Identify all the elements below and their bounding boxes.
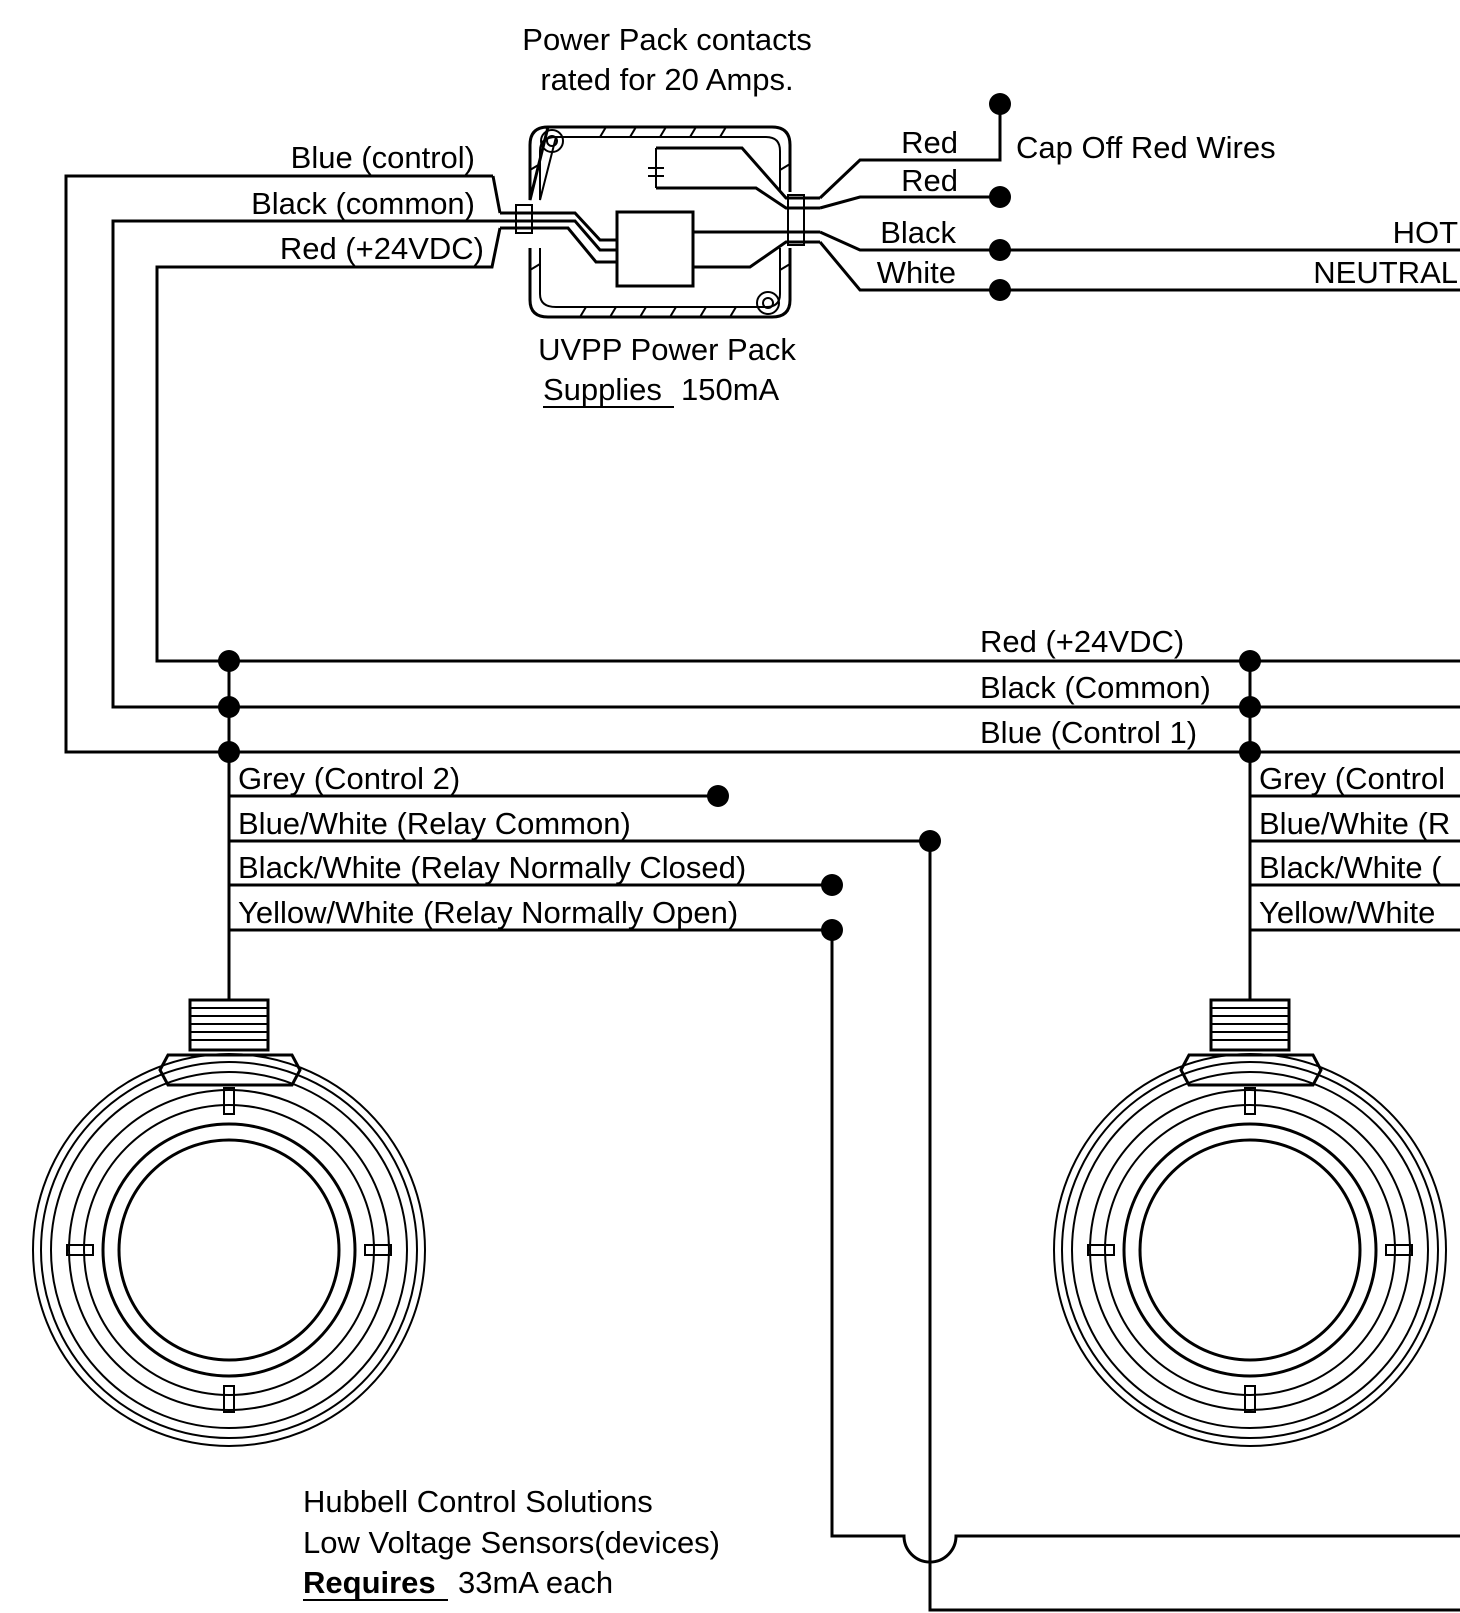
power-pack-name: UVPP Power Pack: [538, 332, 796, 367]
label-blue-white: Blue/White (Relay Common): [238, 806, 631, 841]
sensor-2-locknut: [1179, 1053, 1323, 1087]
footer-requires-value: 33mA each: [458, 1565, 613, 1600]
bus-label-red: Red (+24VDC): [980, 624, 1184, 659]
label-grey: Grey (Control 2): [238, 761, 460, 796]
label-black: Black: [880, 215, 956, 250]
terminal-black-white: [821, 874, 843, 896]
wire-relay-common: [928, 841, 1460, 1612]
label-black-white-2: Black/White (: [1259, 850, 1442, 885]
wire-black-common: [111, 219, 1460, 709]
cap-terminal-red-2: [989, 186, 1011, 208]
sensor-1-lens: [101, 1122, 357, 1378]
bus-labels: Red (+24VDC) Black (Common) Blue (Contro…: [980, 624, 1211, 750]
label-blue-white-2: Blue/White (R: [1259, 806, 1450, 841]
wire-black-hot: [819, 230, 1460, 252]
label-black-white: Black/White (Relay Normally Closed): [238, 850, 746, 885]
footer-requires-word: Requires: [303, 1565, 436, 1600]
screw-boss-top-left: [540, 129, 564, 153]
power-pack-note-line2: rated for 20 Amps.: [540, 62, 793, 97]
sensor-2-lens: [1122, 1122, 1378, 1378]
splice-blue-1: [218, 741, 240, 763]
lead-label-red-24vdc: Red (+24VDC): [280, 231, 484, 266]
label-neutral: NEUTRAL: [1313, 255, 1458, 290]
bus-label-black: Black (Common): [980, 670, 1211, 705]
supplies-value: 150mA: [681, 372, 780, 407]
relay-module: [615, 210, 695, 288]
sensor-1: Grey (Control 2) Blue/White (Relay Commo…: [32, 650, 941, 1447]
enclosure-hatching: [529, 126, 791, 318]
supplies-word: Supplies: [543, 372, 662, 407]
label-cap-off: Cap Off Red Wires: [1016, 130, 1276, 165]
sensor-2-outer-ring: [1053, 1053, 1447, 1447]
splice-blue-2: [1239, 741, 1261, 763]
splice-black-1: [218, 696, 240, 718]
right-nipple: [787, 194, 805, 246]
power-pack: Power Pack contacts rated for 20 Amps.: [500, 22, 820, 408]
splice-black-2: [1239, 696, 1261, 718]
power-pack-enclosure: [528, 125, 792, 319]
sensor-2: Grey (Control Blue/White (R Black/White …: [1053, 650, 1460, 1447]
label-yellow-white: Yellow/White (Relay Normally Open): [238, 895, 738, 930]
label-red-2: Red: [901, 163, 958, 198]
pack-line-leads: Red Red Cap Off Red Wires Black White HO…: [818, 93, 1460, 301]
splice-red-2: [1239, 650, 1261, 672]
screw-boss-bottom-right: [756, 291, 780, 315]
wire-red-24vdc: [155, 227, 1460, 663]
label-yellow-white-2: Yellow/White: [1259, 895, 1435, 930]
wire-blue-control: [64, 174, 1460, 754]
label-hot: HOT: [1393, 215, 1459, 250]
sensor-1-outer-ring: [32, 1053, 426, 1447]
wire-white-neutral: [818, 241, 1460, 292]
cap-terminal-red-1: [989, 93, 1011, 115]
footer-line1: Hubbell Control Solutions: [303, 1484, 653, 1519]
left-nipple: [515, 204, 533, 234]
terminal-grey: [707, 785, 729, 807]
splice-red-1: [218, 650, 240, 672]
pack-low-voltage-leads: Blue (control) Black (common) Red (+24VD…: [64, 140, 1460, 754]
terminal-hot: [989, 239, 1011, 261]
wire-red-2: [819, 195, 1000, 210]
footer-line2: Low Voltage Sensors(devices): [303, 1525, 720, 1560]
power-pack-note-line1: Power Pack contacts: [522, 22, 811, 57]
lead-label-blue-control: Blue (control): [291, 140, 475, 175]
relay-output-wiring: [830, 841, 1460, 1612]
wire-red-1: [818, 104, 1002, 200]
footer-note: Hubbell Control Solutions Low Voltage Se…: [303, 1484, 720, 1601]
bus-label-blue: Blue (Control 1): [980, 715, 1197, 750]
sensor-1-locknut: [158, 1053, 302, 1087]
label-grey-2: Grey (Control: [1259, 761, 1445, 796]
wire-relay-normally-open: [830, 930, 1460, 1564]
label-white: White: [877, 255, 956, 290]
label-red-1: Red: [901, 125, 958, 160]
lead-label-black-common: Black (common): [251, 186, 475, 221]
terminal-neutral: [989, 279, 1011, 301]
